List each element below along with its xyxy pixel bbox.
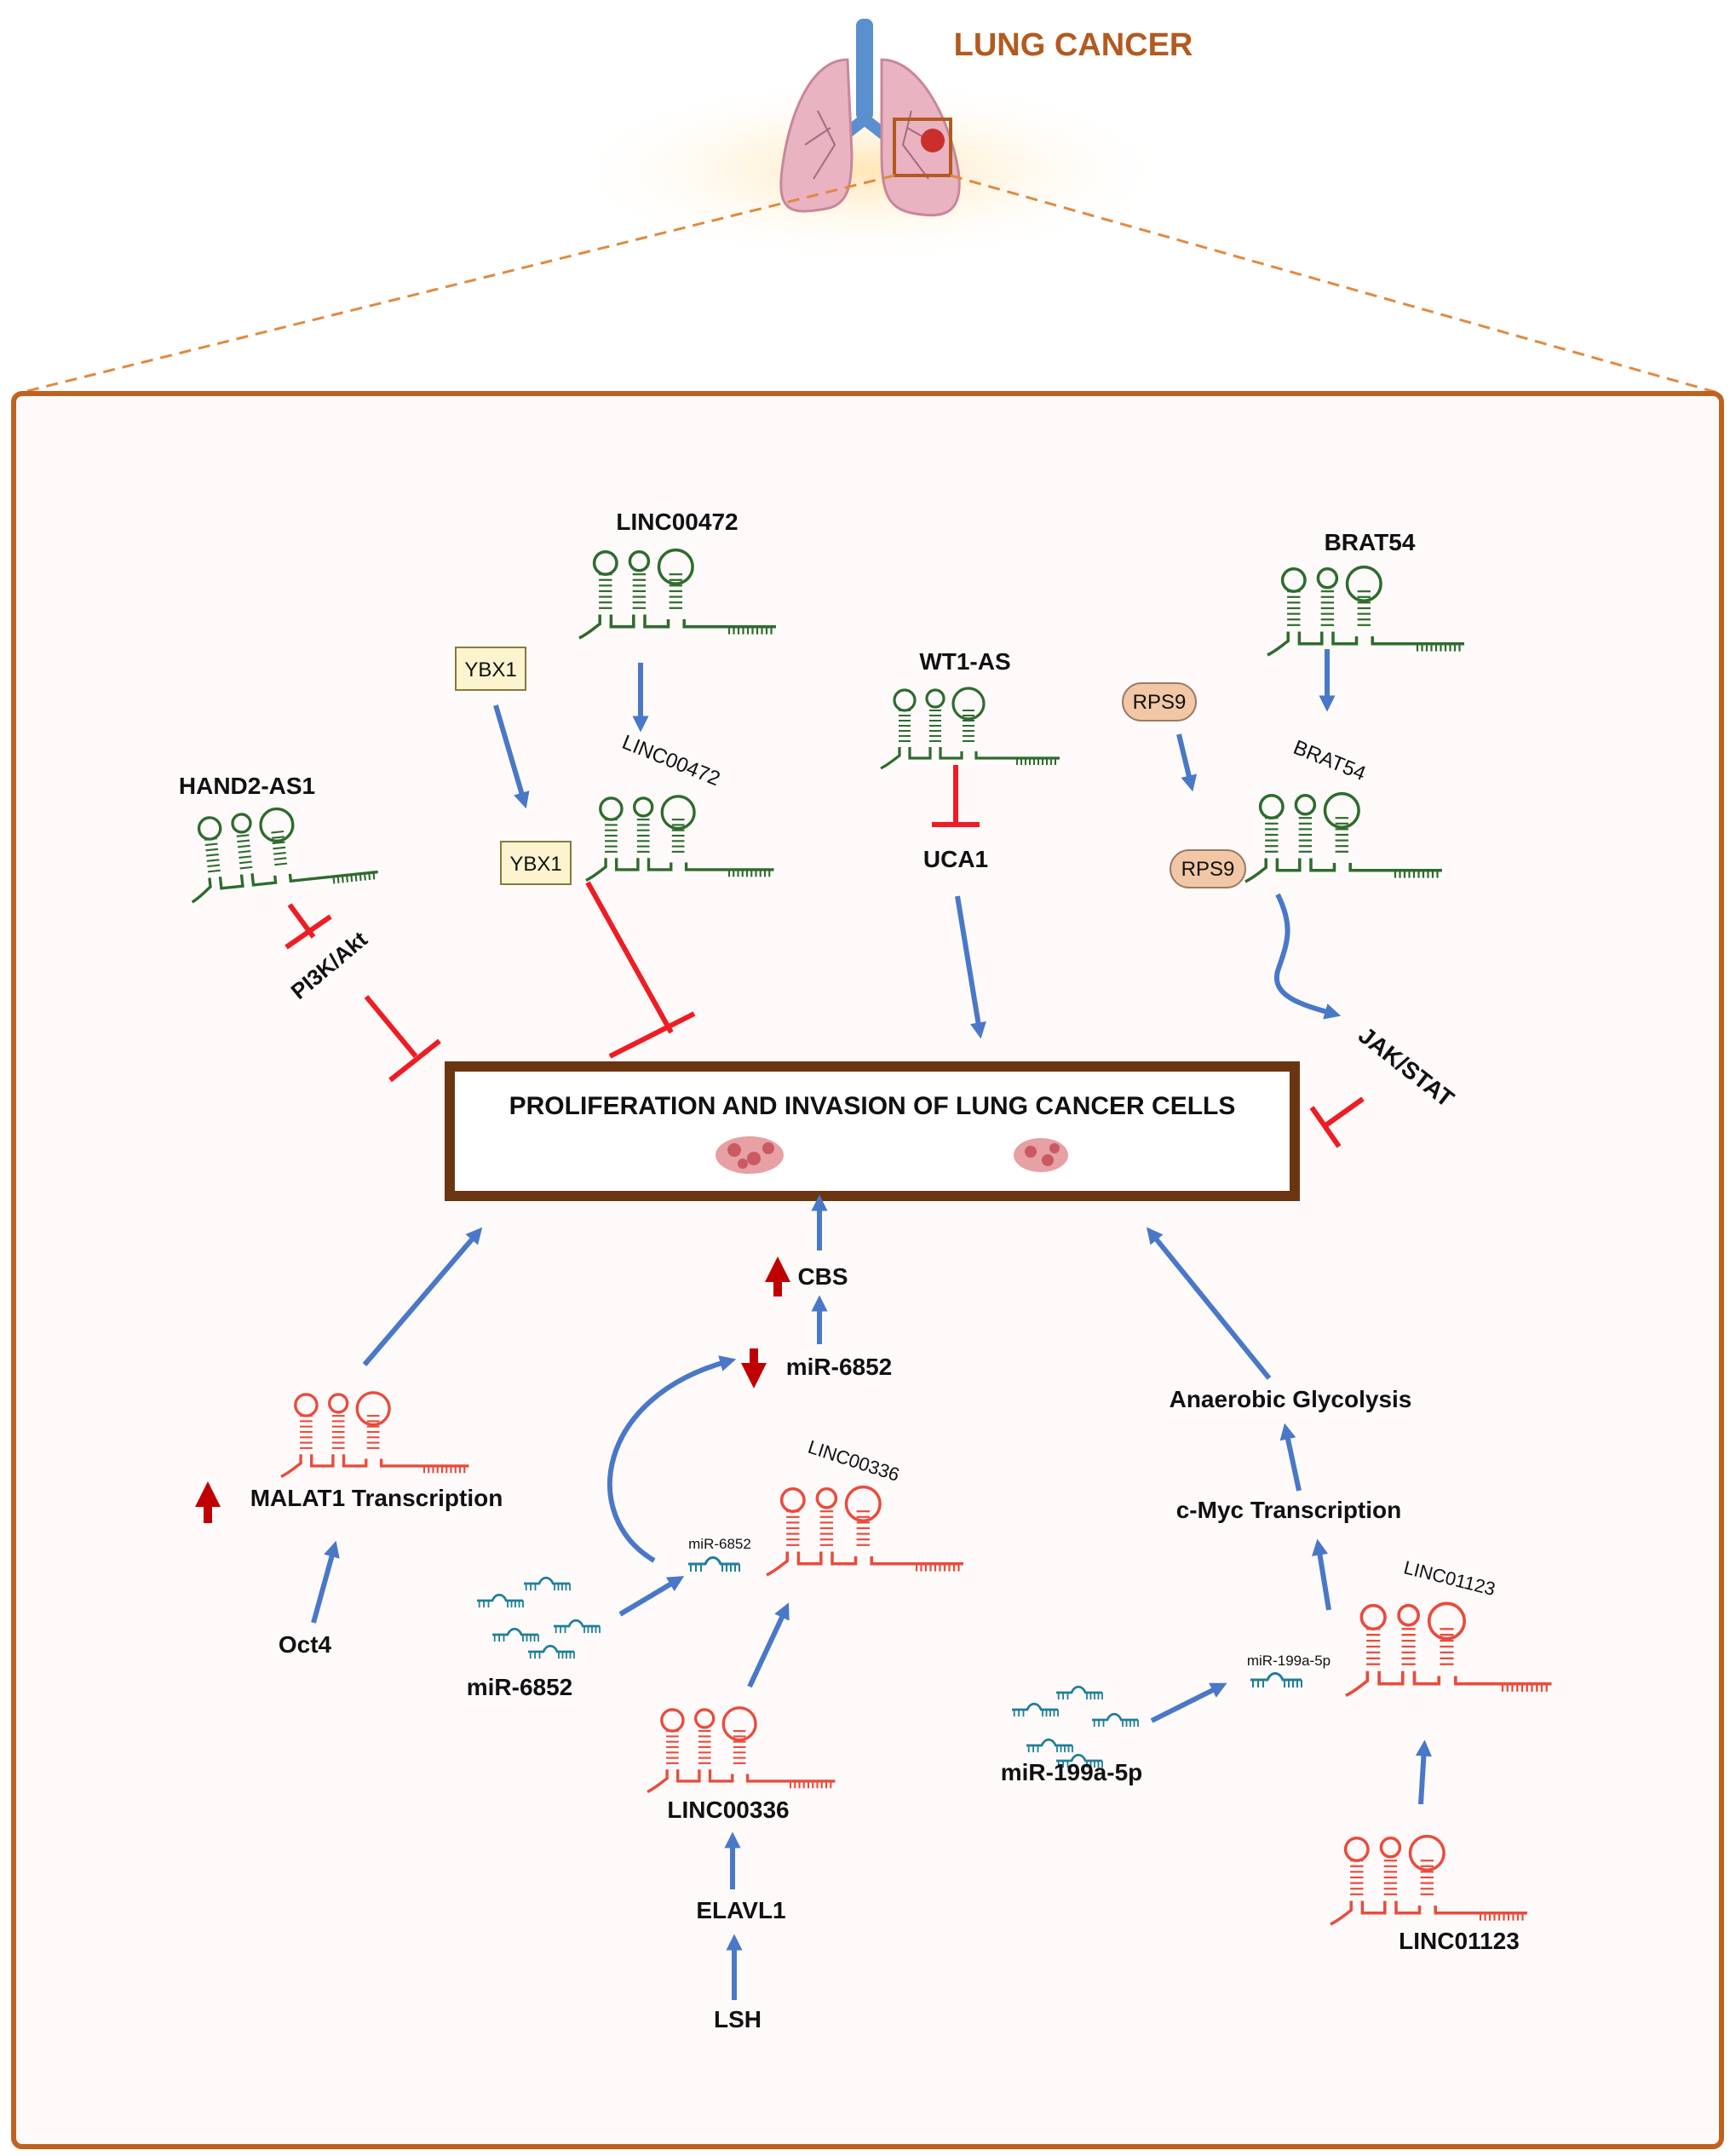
arrow-uca1-to-box [955,895,986,1039]
zoom-line-right [950,174,1721,395]
label-mir6852-down: miR-6852 [786,1354,893,1380]
arrow-complex-to-jak-stat [1273,893,1342,1020]
label-mir199a-bound: miR-199a-5p [1247,1653,1331,1669]
arrow-anaerobic-to-box [1146,1227,1272,1380]
label-oct4: Oct4 [279,1631,332,1658]
label-uca1: UCA1 [923,846,988,872]
rna-linc00472-top [578,548,777,640]
label-cbs: CBS [797,1263,848,1290]
rna-linc00336 [647,1706,836,1794]
arrow-oct4-to-malat1 [311,1540,340,1624]
mirna-pool-6852-4 [528,1644,575,1659]
rna-hand2-as1 [191,807,378,904]
zoom-line-left [16,174,895,395]
rna-glyph-layer [191,548,1552,1926]
rna-linc00336-complex [766,1485,964,1577]
arrow-linc00336-to-complex [747,1602,790,1688]
mirna-pool-199a-2 [1026,1738,1073,1753]
svg-text:YBX1: YBX1 [509,853,561,876]
label-linc00336: LINC00336 [667,1797,789,1823]
rna-brat54-complex [1244,791,1443,883]
rna-linc01123-complex [1345,1601,1552,1698]
mirna-bound-199a [1250,1672,1302,1687]
label-wt1-as: WT1-AS [919,648,1010,675]
arrow-linc01123-lower-to-complex [1415,1739,1433,1805]
cancer-cell-cluster-right [1014,1138,1068,1172]
label-anaerobic-glycolysis: Anaerobic Glycolysis [1170,1386,1412,1412]
label-linc01123: LINC01123 [1399,1928,1520,1954]
svg-text:YBX1: YBX1 [464,658,516,681]
arrow-linc01123-to-cmyc [1312,1538,1331,1611]
label-mir6852-bound: miR-6852 [688,1536,751,1552]
rna-linc00472-complex [585,795,774,883]
lung-illustration [562,19,1175,264]
mirna-pool-6852-2 [492,1627,539,1642]
label-elavl1: ELAVL1 [696,1897,785,1923]
label-brat54-top: BRAT54 [1325,529,1416,555]
mirna-pool-199a-1 [1056,1685,1103,1700]
label-linc00472-top: LINC00472 [616,509,738,535]
rps9-pill-top: RPS9 [1122,682,1197,722]
inhibit-wt1as-uca1 [932,765,980,827]
mirna-pool-6852-3 [554,1618,601,1634]
arrow-cmyc-to-anaerobic [1279,1423,1302,1492]
cancer-cell-cluster-left [716,1136,784,1174]
ybx1-box-complex: YBX1 [500,841,572,885]
rna-linc01123 [1330,1834,1528,1926]
label-mir6852-pool: miR-6852 [467,1674,573,1700]
inhibit-complex-ybx1-to-box [585,881,696,1059]
mirna-pool-6852-1 [524,1576,571,1591]
mirna-pool-199a-3 [1092,1712,1139,1728]
activation-arrows [311,649,1433,2000]
inhibition-lines [285,765,1365,1148]
mirna-pool-199a-4 [1056,1753,1103,1768]
label-malat1: MALAT1 Transcription [250,1485,503,1511]
inhibit-pi3k-to-box [364,995,441,1083]
central-box-label: PROLIFERATION AND INVASION OF LUNG CANCE… [509,1092,1236,1120]
mirna-pool-6852-0 [477,1593,524,1608]
mirna-pool-199a-0 [1012,1702,1059,1717]
rna-wt1-as [880,687,1060,770]
arrow-malat1-to-box [362,1227,483,1366]
arrow-linc00336-to-mir6852 [606,1355,737,1563]
rna-malat1 [280,1391,469,1479]
arrow-ybx1-to-complex [493,704,530,809]
arrow-mir199a-to-complex [1150,1682,1227,1723]
inhibit-hand2as1-pi3k [285,903,332,950]
svg-text:RPS9: RPS9 [1133,691,1187,714]
rps9-pill-complex: RPS9 [1170,849,1246,888]
diagram-title: LUNG CANCER [954,27,1193,63]
central-box [445,1061,1300,1201]
label-mir199a-pool: miR-199a-5p [1001,1759,1143,1785]
rna-brat54-top [1267,565,1465,657]
label-hand2-as1: HAND2-AS1 [179,773,315,799]
ybx1-box-top: YBX1 [455,647,526,691]
svg-text:RPS9: RPS9 [1181,858,1235,881]
label-lsh: LSH [714,2006,762,2032]
arrow-rps9-to-complex [1176,733,1198,792]
label-cmyc-transcription: c-Myc Transcription [1176,1497,1402,1523]
arrow-mir6852-pool-to-complex [618,1576,685,1617]
outer-frame [11,391,1724,2149]
mirna-bound-6852 [688,1556,740,1572]
inhibit-jak-stat-to-box [1309,1096,1365,1148]
